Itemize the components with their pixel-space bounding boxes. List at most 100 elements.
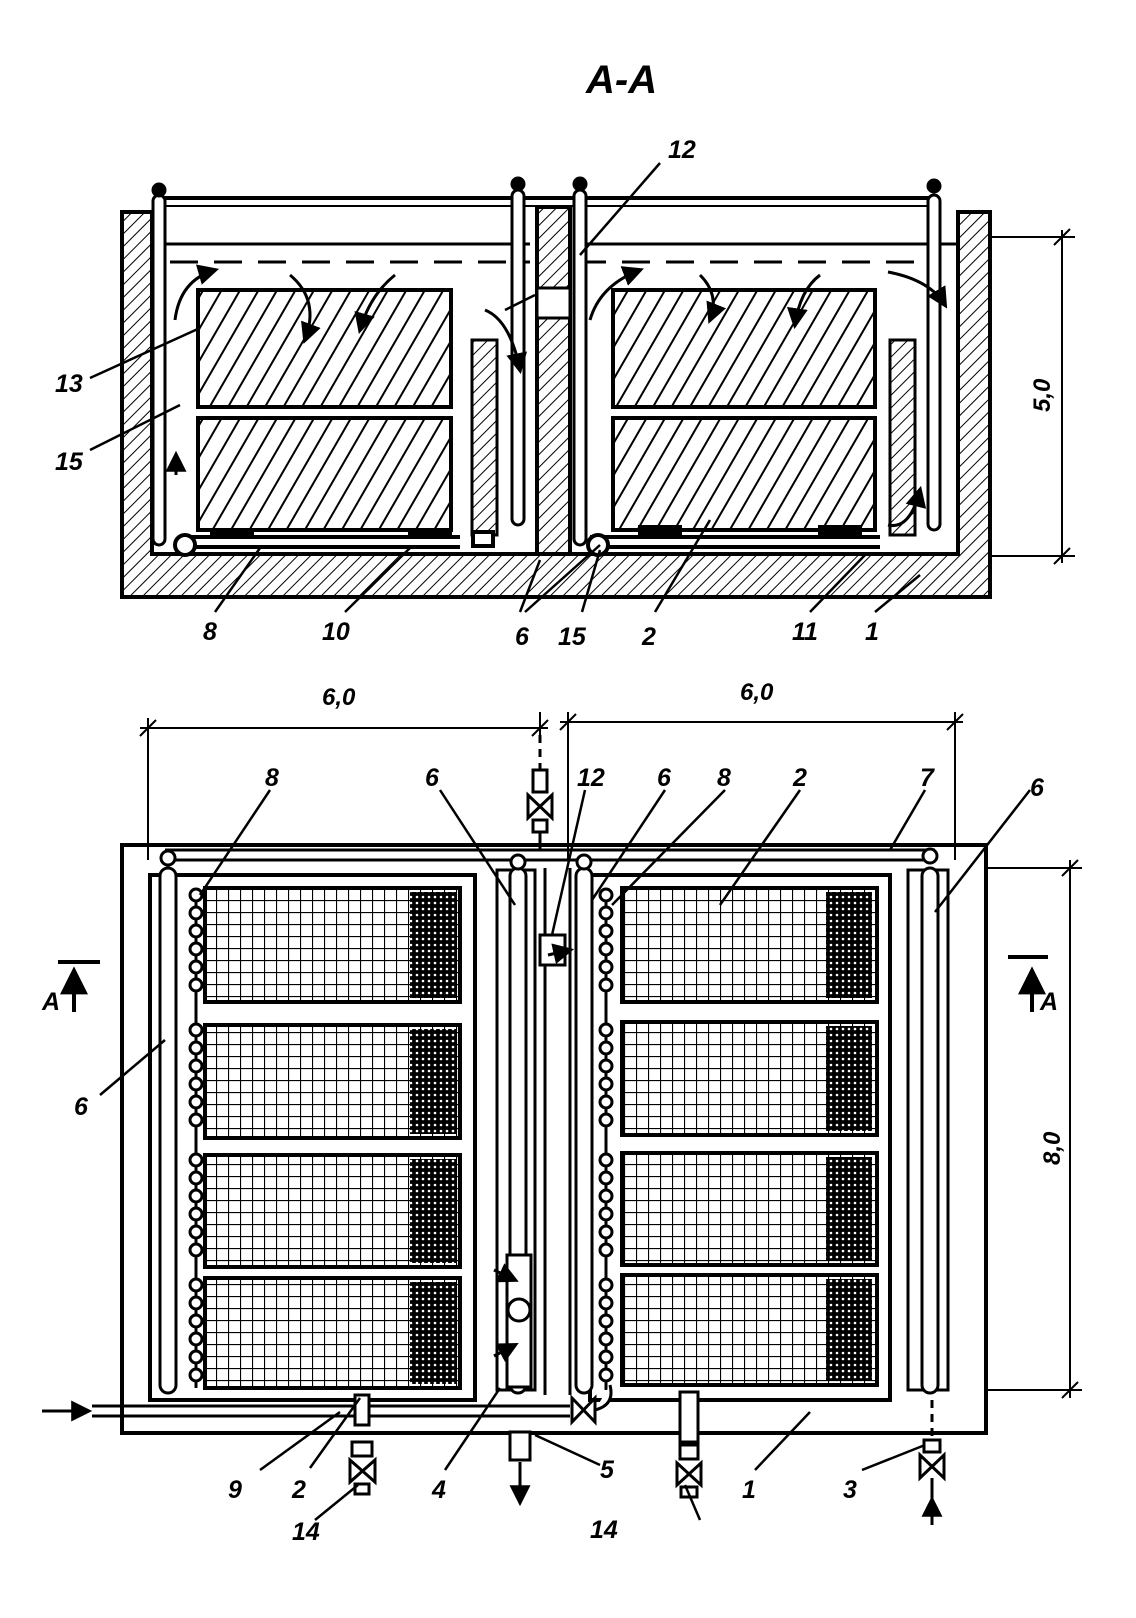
tank-outline	[120, 843, 988, 1435]
roller	[188, 1076, 204, 1092]
roller	[188, 1349, 204, 1365]
roller	[188, 923, 204, 939]
roller	[598, 1331, 614, 1347]
section-title: A-A	[585, 58, 657, 102]
roller	[598, 1040, 614, 1056]
baffle-right	[888, 338, 917, 537]
roller	[598, 1349, 614, 1365]
roller	[188, 1058, 204, 1074]
label-7: 7	[920, 764, 935, 792]
label-15-left: 15	[55, 448, 84, 476]
basin-left	[148, 873, 477, 1402]
partition-wall	[535, 205, 572, 556]
label-2-plan: 2	[792, 764, 807, 792]
label-1-top: 1	[865, 618, 879, 646]
dim-depth	[990, 228, 1075, 565]
roller	[598, 1206, 614, 1222]
roller	[598, 1170, 614, 1186]
roller	[188, 1152, 204, 1168]
roller	[188, 1331, 204, 1347]
label-12-plan: 12	[577, 764, 605, 792]
label-15-bottom: 15	[558, 623, 587, 651]
label-13: 13	[55, 370, 83, 398]
roller	[188, 1277, 204, 1293]
bottom-pipes	[173, 525, 880, 557]
roller	[188, 977, 204, 993]
leaders-plan	[99, 789, 1031, 1521]
drain-outlet	[508, 1430, 532, 1507]
roller	[188, 1206, 204, 1222]
dim-depth-label: 5,0	[1029, 378, 1056, 412]
label-14-right: 14	[590, 1516, 618, 1544]
roller	[598, 923, 614, 939]
label-6-top: 6	[515, 623, 530, 651]
bottom-valves	[348, 1390, 946, 1525]
flow-arrows	[165, 264, 948, 528]
roller	[598, 1076, 614, 1092]
cut-marker-left: A	[41, 988, 60, 1016]
supply-pipe	[42, 1384, 613, 1426]
label-3: 3	[843, 1476, 857, 1504]
roller	[188, 1040, 204, 1056]
roller	[188, 1242, 204, 1258]
roller	[598, 1022, 614, 1038]
section-markers	[58, 955, 1048, 1012]
perforated-pipes	[158, 847, 940, 1395]
roller	[188, 1188, 204, 1204]
label-8-top: 8	[203, 618, 217, 646]
label-12-top: 12	[668, 136, 696, 164]
roller	[188, 1094, 204, 1110]
roller	[188, 959, 204, 975]
roller	[188, 1112, 204, 1128]
overflow-box	[535, 286, 572, 320]
roller	[598, 1277, 614, 1293]
roller	[188, 905, 204, 921]
roller	[598, 1242, 614, 1258]
cargo-blocks	[196, 288, 877, 532]
roller	[598, 1152, 614, 1168]
roller	[598, 1313, 614, 1329]
water-surface	[150, 242, 958, 264]
roller	[188, 887, 204, 903]
leaders-top	[89, 162, 921, 613]
section-view	[89, 162, 1075, 613]
roller	[598, 905, 614, 921]
dim-width-right: 6,0	[740, 679, 774, 706]
roller	[598, 959, 614, 975]
label-8-plan-right: 8	[717, 764, 731, 792]
dim-length: 8,0	[1039, 1131, 1066, 1165]
inlet-valve-top	[526, 735, 575, 967]
plan-view	[42, 712, 1082, 1525]
label-8-plan-left: 8	[265, 764, 279, 792]
roller	[598, 1112, 614, 1128]
label-6-plan-b: 6	[657, 764, 672, 792]
baffle-left	[470, 338, 499, 537]
label-4: 4	[431, 1476, 446, 1504]
roller	[188, 1295, 204, 1311]
roller	[188, 1170, 204, 1186]
label-6-plan-d: 6	[74, 1093, 89, 1121]
roller	[188, 941, 204, 957]
roller	[598, 1295, 614, 1311]
roller	[188, 1367, 204, 1383]
roller	[598, 1224, 614, 1240]
cut-marker-right: A	[1039, 988, 1058, 1016]
label-11: 11	[792, 618, 818, 646]
roller	[598, 1367, 614, 1383]
pump-unit	[493, 1253, 533, 1389]
roller	[598, 1058, 614, 1074]
label-2-top: 2	[641, 623, 656, 651]
roller	[598, 1094, 614, 1110]
plan-dimensions	[139, 712, 1082, 1399]
roller	[598, 1188, 614, 1204]
label-2-plan-bottom: 2	[291, 1476, 306, 1504]
dense-areas	[410, 892, 872, 1384]
roller	[598, 941, 614, 957]
label-9: 9	[228, 1476, 242, 1504]
rollers	[188, 887, 614, 1383]
label-5: 5	[600, 1456, 615, 1484]
label-1-plan: 1	[742, 1476, 756, 1504]
roller	[188, 1022, 204, 1038]
label-14-left: 14	[292, 1518, 320, 1546]
